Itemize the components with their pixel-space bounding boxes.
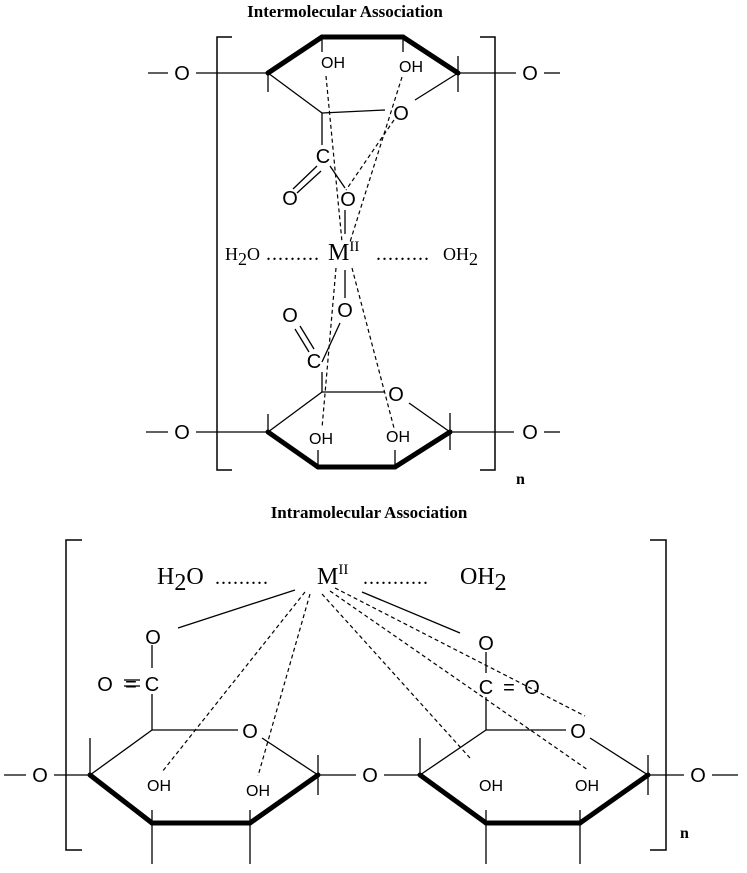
inter-bottom-carboxyl-o: O [337, 300, 353, 322]
intra-left-carboxylate [124, 645, 153, 730]
inter-metal-ion: MII [328, 239, 359, 266]
intra-right-carbon: C [479, 677, 493, 699]
intra-left-oh-2: OH [246, 783, 270, 800]
inter-top-carbon: C [316, 146, 330, 168]
inter-top-o-left: O [174, 63, 190, 85]
intra-water-left: H2O [157, 564, 204, 596]
inter-bottom-o-right: O [522, 422, 538, 444]
intra-left-oh-1: OH [147, 778, 171, 795]
intra-left-sugar-ring [87, 729, 321, 864]
intra-chain-o-right: O [690, 765, 706, 787]
intra-right-carboxyl-o: O [478, 633, 494, 655]
intra-water-left-interaction: ......... [215, 567, 269, 589]
inter-repeat-bracket [216, 36, 496, 471]
intra-left-equals: = [125, 674, 137, 696]
intra-right-equals: = [503, 677, 515, 699]
intra-right-oh-2: OH [575, 778, 599, 795]
inter-top-ring-oxygen: O [393, 103, 409, 125]
inter-top-oh-1: OH [321, 55, 345, 72]
intra-right-sugar-ring [417, 729, 651, 864]
inter-top-carboxyl-o: O [340, 189, 356, 211]
inter-water-left-interaction: ......... [266, 243, 320, 265]
inter-water-right: OH2 [443, 244, 478, 269]
inter-repeat-n: n [516, 471, 525, 488]
inter-top-o-right: O [522, 63, 538, 85]
intramolecular-title: Intramolecular Association [271, 503, 468, 522]
inter-bottom-carbon: C [307, 351, 321, 373]
inter-top-oh-2: OH [399, 59, 423, 76]
inter-bottom-oh-1: OH [309, 431, 333, 448]
inter-bottom-oh-2: OH [386, 429, 410, 446]
intra-chain-o-left: O [32, 765, 48, 787]
intra-repeat-bracket [65, 539, 667, 851]
intra-right-ring-oxygen: O [570, 721, 586, 743]
intra-metal-ion: MII [317, 562, 348, 590]
intra-left-carbon: C [145, 674, 159, 696]
intra-left-ring-oxygen: O [242, 721, 258, 743]
intra-water-right: OH2 [460, 564, 507, 596]
intra-coordination-bonds [177, 589, 461, 634]
intra-right-oh-1: OH [479, 778, 503, 795]
inter-top-sugar-ring [265, 34, 461, 145]
inter-water-left: H2O [225, 244, 260, 269]
intra-repeat-n: n [680, 825, 689, 842]
intra-left-carbonyl-o: O [97, 674, 113, 696]
inter-bottom-carbonyl-o: O [282, 305, 298, 327]
intra-chain-o-middle: O [362, 765, 378, 787]
intra-right-carbonyl-o: O [524, 677, 540, 699]
intermolecular-title: Intermolecular Association [247, 2, 443, 21]
intra-water-right-interaction: ........... [363, 567, 429, 589]
inter-bottom-ring-oxygen: O [388, 384, 404, 406]
inter-bottom-o-left: O [174, 422, 190, 444]
inter-bottom-carboxylate [294, 270, 346, 363]
intra-coordination-dashes [161, 587, 589, 777]
inter-water-right-interaction: ......... [376, 243, 430, 265]
inter-top-carbonyl-o: O [282, 188, 298, 210]
intra-left-carboxyl-o: O [145, 627, 161, 649]
inter-bottom-sugar-ring [265, 372, 453, 470]
inter-top-carboxylate [292, 165, 346, 234]
inter-coordination-dashes [321, 75, 403, 429]
